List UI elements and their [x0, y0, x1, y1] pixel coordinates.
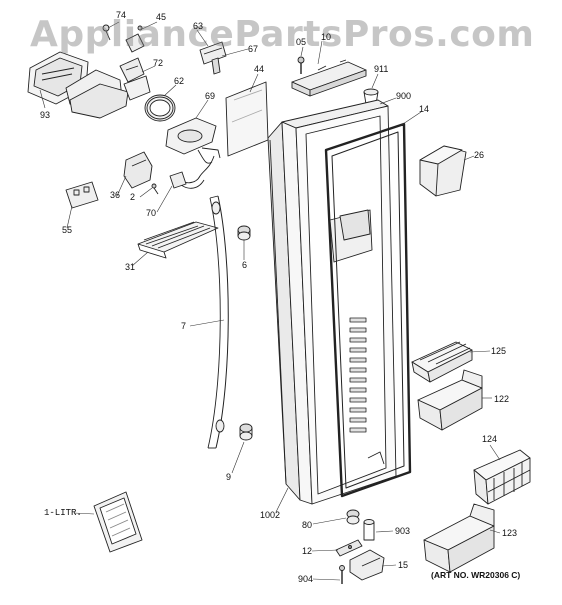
- part-80-bushing: [346, 509, 360, 525]
- callout-72: 72: [153, 58, 164, 68]
- callout-70: 70: [146, 208, 157, 218]
- part-55-block: [65, 181, 99, 209]
- manual-booklet: [93, 491, 143, 553]
- part-125-shelf: [411, 341, 473, 383]
- callout-911: 911: [374, 64, 389, 74]
- callout-36: 36: [110, 190, 121, 200]
- part-72-bracket: [119, 57, 151, 101]
- part-122-bin: [417, 369, 483, 431]
- art-number: (ART NO. WR20306 C): [431, 570, 521, 580]
- callout-05: 05: [296, 37, 307, 47]
- part-69-assembly: [165, 117, 221, 164]
- callout-122: 122: [494, 394, 510, 404]
- part-45-74: [102, 24, 145, 53]
- part-31-grille: [137, 221, 219, 259]
- part-63-67-clip: [199, 41, 227, 75]
- part-70-harness: [169, 155, 215, 189]
- part-123-bin: [423, 503, 495, 573]
- part-62-ring: [144, 94, 176, 122]
- callout-124: 124: [482, 434, 498, 444]
- part-7-handle: [207, 195, 229, 449]
- callout-74: 74: [116, 10, 127, 20]
- callout-7: 7: [181, 321, 187, 331]
- callout-45: 45: [156, 12, 167, 22]
- callout-63: 63: [193, 21, 204, 31]
- part-44-panel: [225, 81, 269, 157]
- callout-12: 12: [302, 546, 313, 556]
- part-36-switch: [123, 151, 159, 195]
- part-15-hinge-block: [349, 549, 385, 581]
- part-904-screw: [339, 565, 345, 584]
- callout-14: 14: [419, 104, 430, 114]
- callout-1002: 1002: [260, 510, 281, 520]
- callout-62: 62: [174, 76, 185, 86]
- callout-904: 904: [298, 574, 314, 584]
- part-9-bushing: [239, 423, 253, 441]
- callout-80: 80: [302, 520, 313, 530]
- callout-93: 93: [40, 110, 51, 120]
- part-900-door-liner: [295, 105, 397, 505]
- part-93-housing: [27, 51, 129, 119]
- part-1002-door-shell: [267, 99, 389, 505]
- callout-2: 2: [130, 192, 136, 202]
- part-10-cap: [291, 59, 367, 97]
- callout-26: 26: [474, 150, 485, 160]
- manual-label: 1-LITR.: [44, 508, 82, 518]
- callout-123: 123: [502, 528, 518, 538]
- leader-lines: [39, 21, 501, 581]
- callout-900: 900: [396, 91, 412, 101]
- callout-44: 44: [254, 64, 265, 74]
- part-903-pin: [363, 519, 375, 541]
- part-26-bin: [419, 145, 467, 197]
- liner-slots: [349, 317, 367, 433]
- part-05-screw: [297, 56, 305, 74]
- part-124-basket: [473, 449, 531, 505]
- callout-10: 10: [321, 32, 332, 42]
- callout-6: 6: [242, 260, 248, 270]
- callout-31: 31: [125, 262, 136, 272]
- part-6-bushing: [237, 225, 251, 241]
- part-12-hinge: [335, 539, 363, 557]
- callout-69: 69: [205, 91, 216, 101]
- callout-15: 15: [398, 560, 409, 570]
- callout-67: 67: [248, 44, 259, 54]
- watermark: AppliancePartsPros.com: [30, 14, 535, 55]
- callout-903: 903: [395, 526, 411, 536]
- part-14-gasket: [324, 122, 412, 498]
- callout-125: 125: [491, 346, 507, 356]
- callout-9: 9: [226, 472, 232, 482]
- callout-55: 55: [62, 225, 73, 235]
